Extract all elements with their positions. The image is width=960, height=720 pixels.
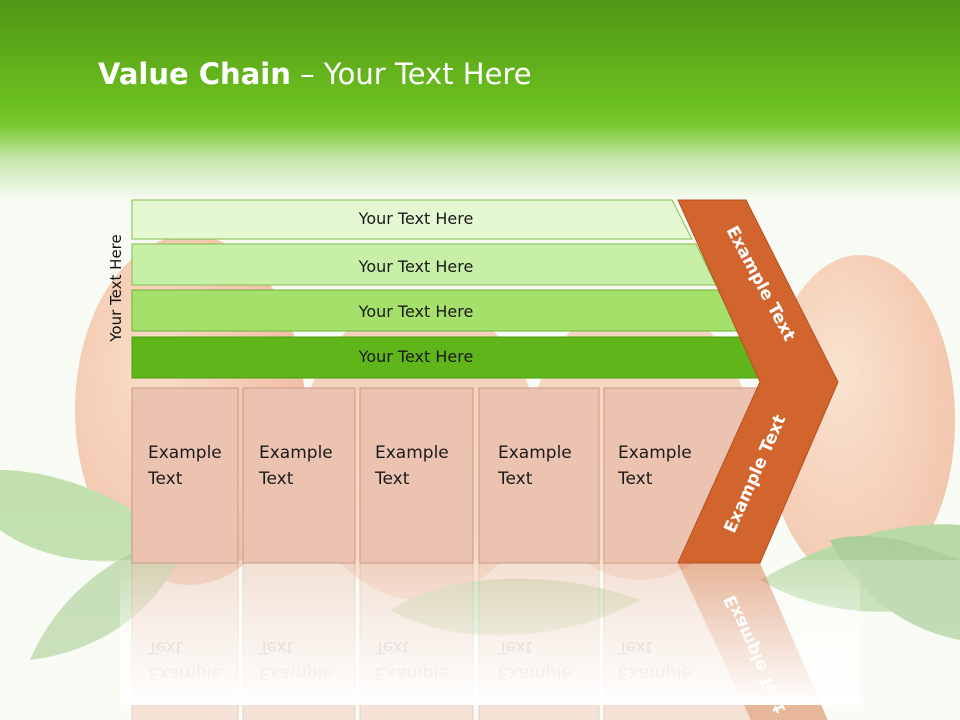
margin-chevron [677,199,839,564]
activity-box-4-line1: Example [498,443,572,463]
activity-box-1-line2: Text [147,469,183,489]
activity-box-1-line1: Example [148,443,222,463]
activity-box-3-line1: Example [375,443,449,463]
activity-box-4-line2: Text [497,469,533,489]
activity-box-3-line2: Text [374,469,410,489]
activity-box-2-line1: Example [259,443,333,463]
activity-box-4 [478,387,600,564]
activity-box-5-line1: Example [618,443,692,463]
value-bar-3-label: Your Text Here [358,302,474,321]
page-title: Value Chain – Your Text Here [98,54,532,94]
activity-box-5-line2: Text [617,469,653,489]
activity-box-1 [131,387,239,564]
value-bar-4-label: Your Text Here [358,347,474,366]
activity-box-2 [242,387,356,564]
value-bar-1-label: Your Text Here [358,209,474,228]
value-bar-1 [131,199,693,240]
activity-box-3 [359,387,474,564]
activity-box-2-line2: Text [258,469,294,489]
title-rest: – Your Text Here [290,57,532,91]
title-bold: Value Chain [98,57,291,91]
header-band [0,0,960,200]
value-bar-2-label: Your Text Here [358,257,474,276]
